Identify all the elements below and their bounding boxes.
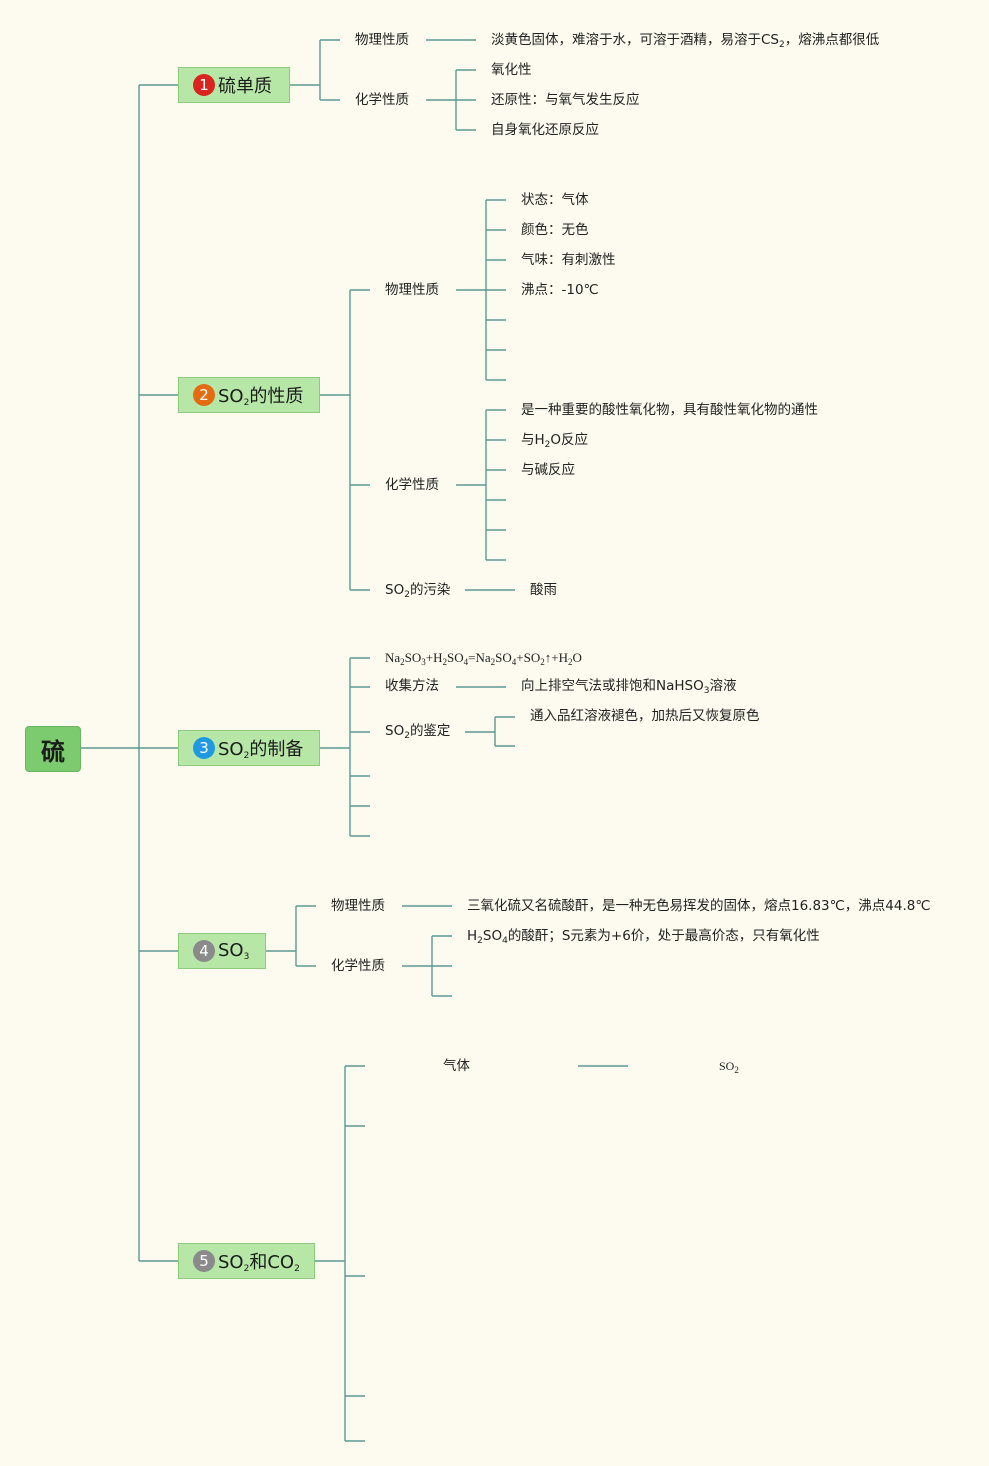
s1-chem-item[interactable]: 还原性：与氧气发生反应 <box>491 92 640 108</box>
number-2-badge-icon: 2 <box>193 384 215 406</box>
s2-physical-label[interactable]: 物理性质 <box>385 282 439 298</box>
s4-physical-label[interactable]: 物理性质 <box>331 898 385 914</box>
s3-collect-value[interactable]: 向上排空气法或排饱和NaHSO3溶液 <box>521 678 737 696</box>
s2-pollution-label[interactable]: SO2的污染 <box>385 582 451 600</box>
number-3-badge-icon: 3 <box>193 737 215 759</box>
number-5-badge-icon: 5 <box>193 1250 215 1272</box>
s3-equation[interactable]: Na2SO3+H2SO4=Na2SO4+SO2↑+H2O <box>385 650 582 667</box>
s3-collect-label[interactable]: 收集方法 <box>385 678 439 694</box>
s3-identify-label[interactable]: SO2的鉴定 <box>385 723 451 741</box>
s2-phys-item[interactable]: 状态：气体 <box>521 192 589 208</box>
s2-pollution-value[interactable]: 酸雨 <box>530 582 557 598</box>
topic-label: SO2的性质 <box>218 386 304 408</box>
s2-chemical-label[interactable]: 化学性质 <box>385 477 439 493</box>
topic-label: SO3 <box>218 940 250 962</box>
topic-label: SO2的制备 <box>218 739 304 761</box>
s2-chem-item[interactable]: 与H2O反应 <box>521 432 589 450</box>
s5-state-value[interactable]: SO2 <box>719 1059 739 1075</box>
s1-physical-label[interactable]: 物理性质 <box>355 32 409 48</box>
s1-physical-value[interactable]: 淡黄色固体，难溶于水，可溶于酒精，易溶于CS2，熔沸点都很低 <box>491 32 880 50</box>
s2-phys-item[interactable]: 颜色：无色 <box>521 222 589 238</box>
s3-identify-value[interactable]: 通入品红溶液褪色，加热后又恢复原色 <box>530 708 760 724</box>
s1-chem-item[interactable]: 自身氧化还原反应 <box>491 122 599 138</box>
topic-label: 硫单质 <box>218 76 272 97</box>
s2-chem-item[interactable]: 与碱反应 <box>521 462 575 478</box>
topic-so3[interactable]: 4 SO3 <box>178 933 266 969</box>
s2-phys-item[interactable]: 沸点：-10℃ <box>521 282 599 298</box>
root-topic[interactable]: 硫 <box>25 726 81 772</box>
number-4-badge-icon: 4 <box>193 940 215 962</box>
topic-label: SO2和CO2 <box>218 1252 300 1274</box>
s1-chemical-label[interactable]: 化学性质 <box>355 92 409 108</box>
s5-state-label[interactable]: 气体 <box>443 1058 470 1074</box>
topic-so2-properties[interactable]: 2 SO2的性质 <box>178 377 320 413</box>
s4-chemical-value[interactable]: H2SO4的酸酐；S元素为+6价，处于最高价态，只有氧化性 <box>467 928 820 946</box>
s4-chemical-label[interactable]: 化学性质 <box>331 958 385 974</box>
topic-sulfur-element[interactable]: 1 硫单质 <box>178 67 290 103</box>
topic-so2-and-co2[interactable]: 5 SO2和CO2 <box>178 1243 315 1279</box>
s2-phys-item[interactable]: 气味：有刺激性 <box>521 252 616 268</box>
root-label: 硫 <box>41 737 65 766</box>
number-1-badge-icon: 1 <box>193 74 215 96</box>
s4-physical-value[interactable]: 三氧化硫又名硫酸酐，是一种无色易挥发的固体，熔点16.83℃，沸点44.8℃ <box>467 898 931 914</box>
topic-so2-preparation[interactable]: 3 SO2的制备 <box>178 730 320 766</box>
s2-chem-item[interactable]: 是一种重要的酸性氧化物，具有酸性氧化物的通性 <box>521 402 818 418</box>
s1-chem-item[interactable]: 氧化性 <box>491 62 532 78</box>
